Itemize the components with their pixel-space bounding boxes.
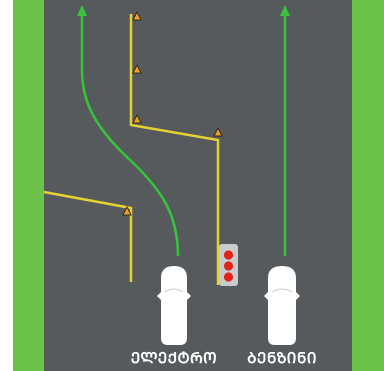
left-car bbox=[157, 266, 191, 345]
red-lamp bbox=[224, 272, 233, 281]
right-car bbox=[264, 266, 300, 345]
grass-left bbox=[13, 0, 44, 371]
red-lamp bbox=[224, 250, 233, 259]
grass-right bbox=[352, 0, 384, 371]
red-lamp bbox=[224, 261, 233, 270]
traffic-light bbox=[219, 244, 238, 286]
road-surface bbox=[44, 0, 352, 371]
right-car-label: ᲑᲔᲜᲖᲘᲜᲘ bbox=[237, 348, 327, 368]
left-car-label: ᲔᲚᲔᲥᲢᲠᲝ bbox=[129, 348, 219, 368]
